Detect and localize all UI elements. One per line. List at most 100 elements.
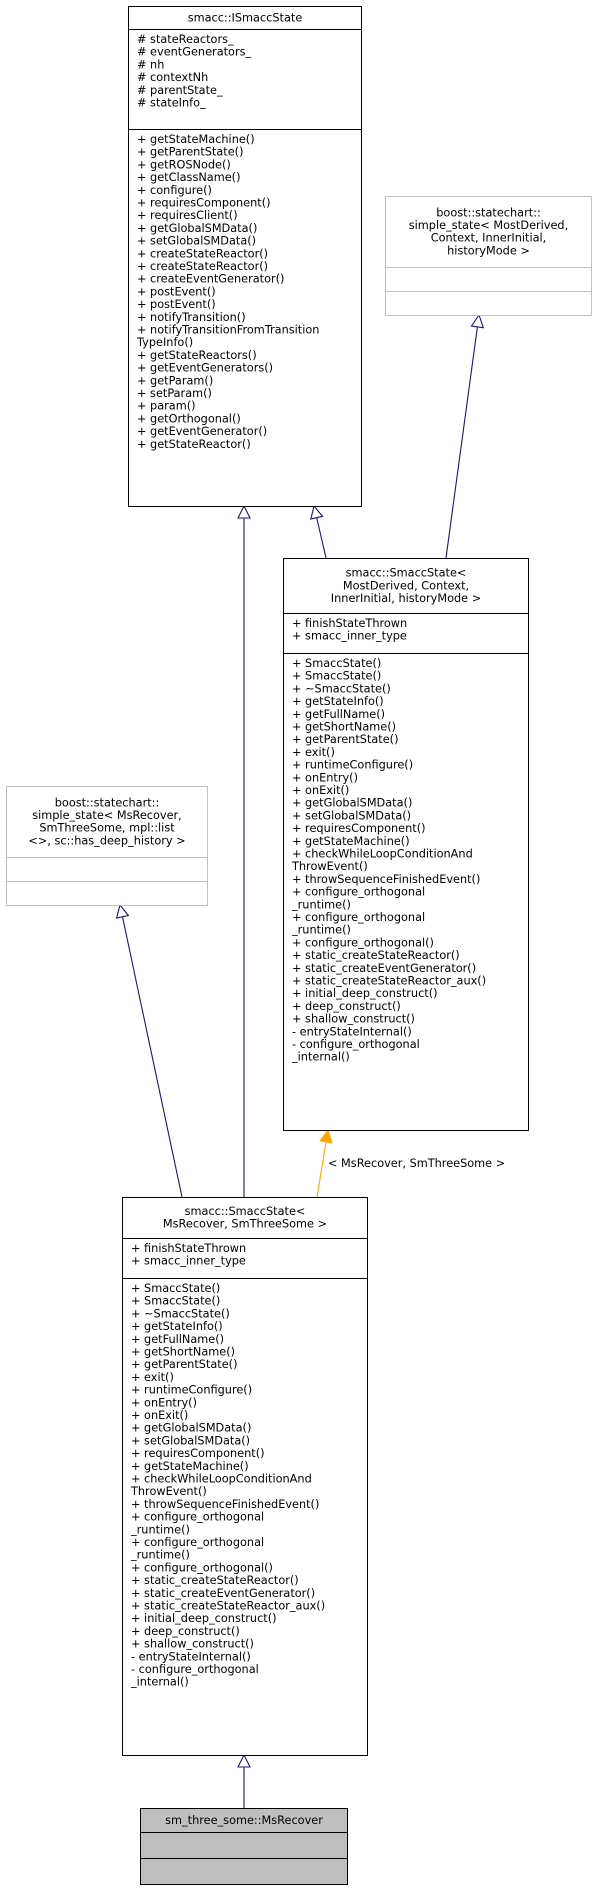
class-method: + setGlobalSMData() — [131, 1434, 250, 1447]
class-title-line: MostDerived, Context, — [343, 579, 469, 592]
class-node-smaccstate-generic[interactable]: smacc::SmaccState<MostDerived, Context,I… — [283, 558, 529, 1131]
class-method: + getGlobalSMData() — [131, 1422, 251, 1435]
class-method: _runtime() — [291, 898, 351, 911]
class-node-msrecover[interactable]: sm_three_some::MsRecover — [140, 1808, 348, 1885]
class-method: + configure_orthogonal() — [131, 1561, 273, 1574]
class-method: + notifyTransitionFromTransition — [137, 324, 319, 337]
class-method: + createStateReactor() — [137, 247, 268, 260]
class-title-line: historyMode > — [447, 244, 530, 257]
class-attribute: # nh — [137, 58, 164, 71]
class-attribute: + smacc_inner_type — [292, 630, 407, 643]
edge-smaccstate-msrecover-to-generic-line — [316, 1130, 328, 1198]
edge-smaccstate-generic-to-simple-state — [445, 315, 479, 559]
class-method: _internal() — [130, 1676, 189, 1689]
class-method: + onEntry() — [292, 771, 358, 784]
class-method: + postEvent() — [137, 298, 216, 311]
class-box — [122, 1197, 368, 1756]
class-node-isaccstate[interactable]: smacc::ISmaccState# stateReactors_# even… — [128, 6, 362, 507]
class-title-line: Context, InnerInitial, — [431, 232, 547, 245]
class-method: + SmaccState() — [292, 657, 381, 670]
class-attribute: # parentState_ — [137, 84, 223, 97]
class-method: _runtime() — [130, 1523, 190, 1536]
class-method: + getStateReactors() — [137, 349, 257, 362]
class-attribute: + smacc_inner_type — [131, 1255, 246, 1268]
class-title-line: InnerInitial, historyMode > — [331, 592, 481, 605]
class-method: + static_createStateReactor_aux() — [131, 1600, 325, 1613]
class-node-smaccstate-msrecover[interactable]: smacc::SmaccState<MsRecover, SmThreeSome… — [122, 1197, 368, 1756]
class-method: TypeInfo() — [136, 336, 193, 349]
class-method: _runtime() — [130, 1549, 190, 1562]
class-method: + getEventGenerator() — [137, 425, 267, 438]
class-method: + initial_deep_construct() — [131, 1612, 277, 1625]
class-box — [385, 196, 592, 316]
class-method: + ~SmaccState() — [131, 1307, 230, 1320]
class-method: + notifyTransition() — [137, 311, 246, 324]
class-title-line: sm_three_some::MsRecover — [165, 1814, 323, 1827]
class-node-simple-state-generic[interactable]: boost::statechart::simple_state< MostDer… — [385, 196, 592, 316]
class-method: + configure_orthogonal — [292, 911, 425, 924]
class-method: + getShortName() — [292, 721, 396, 734]
class-title-line: smacc::SmaccState< — [185, 1205, 306, 1218]
class-method: - entryStateInternal() — [131, 1650, 251, 1663]
class-method: + configure_orthogonal — [131, 1536, 264, 1549]
class-box — [140, 1808, 348, 1885]
class-title-line: smacc::SmaccState< — [346, 567, 467, 580]
edge-smaccstate-generic-to-isaccstate — [314, 506, 327, 559]
class-method: + getStateReactor() — [137, 438, 251, 451]
class-method: - entryStateInternal() — [292, 1025, 412, 1038]
class-attribute: + finishStateThrown — [292, 617, 407, 630]
class-method: + onExit() — [131, 1409, 188, 1422]
class-method: + getFullName() — [131, 1333, 224, 1346]
class-method: - configure_orthogonal — [292, 1038, 420, 1051]
class-method: + getROSNode() — [137, 158, 231, 171]
edge-smaccstate-msrecover-to-simple-state-line — [120, 905, 183, 1198]
class-method: + getEventGenerators() — [137, 362, 273, 375]
class-method: + getParentState() — [292, 733, 399, 746]
class-method: + setGlobalSMData() — [137, 235, 256, 248]
class-method: + createEventGenerator() — [137, 273, 284, 286]
class-method: + requiresComponent() — [137, 197, 271, 210]
class-title-line: SmThreeSome, mpl::list — [39, 822, 175, 835]
class-method: + configure_orthogonal — [131, 1511, 264, 1524]
class-method: ThrowEvent() — [291, 860, 368, 873]
class-method: + getParentState() — [137, 146, 244, 159]
class-method: + getShortName() — [131, 1346, 235, 1359]
class-method: + getParam() — [137, 374, 213, 387]
class-method: + configure() — [137, 184, 212, 197]
class-method: + configure_orthogonal — [292, 886, 425, 899]
class-method: + onEntry() — [131, 1396, 197, 1409]
class-method: _internal() — [291, 1051, 350, 1064]
class-method: + deep_construct() — [131, 1625, 240, 1638]
class-method: + param() — [137, 400, 196, 413]
class-method: + configure_orthogonal() — [292, 936, 434, 949]
class-method: + getFullName() — [292, 708, 385, 721]
class-method: + setGlobalSMData() — [292, 809, 411, 822]
edge-smaccstate-generic-to-isaccstate-line — [314, 506, 327, 559]
class-method: + onExit() — [292, 784, 349, 797]
class-method: + shallow_construct() — [131, 1638, 254, 1651]
class-method: + getStateMachine() — [292, 835, 410, 848]
class-method: + getGlobalSMData() — [292, 797, 412, 810]
class-method: + static_createEventGenerator() — [131, 1587, 315, 1600]
class-method: + ~SmaccState() — [292, 682, 391, 695]
class-method: + getGlobalSMData() — [137, 222, 257, 235]
class-method: + getStateInfo() — [292, 695, 384, 708]
class-method: + initial_deep_construct() — [292, 987, 438, 1000]
class-method: + requiresComponent() — [131, 1447, 265, 1460]
class-method: + static_createStateReactor() — [292, 949, 460, 962]
class-title-line: MsRecover, SmThreeSome > — [163, 1218, 327, 1231]
edge-smaccstate-generic-to-simple-state-line — [445, 315, 479, 559]
class-method: + getStateMachine() — [131, 1460, 249, 1473]
edge-smaccstate-msrecover-to-generic: < MsRecover, SmThreeSome > — [316, 1130, 505, 1198]
class-node-simple-state-msrecover[interactable]: boost::statechart::simple_state< MsRecov… — [6, 786, 208, 906]
class-attribute: # stateReactors_ — [137, 33, 234, 46]
class-title-line: simple_state< MsRecover, — [32, 809, 182, 822]
class-method: + SmaccState() — [131, 1282, 220, 1295]
class-method: - configure_orthogonal — [131, 1663, 259, 1676]
class-method: + SmaccState() — [131, 1295, 220, 1308]
class-box — [6, 786, 208, 906]
class-method: + getStateInfo() — [131, 1320, 223, 1333]
class-title-line: simple_state< MostDerived, — [409, 219, 568, 232]
